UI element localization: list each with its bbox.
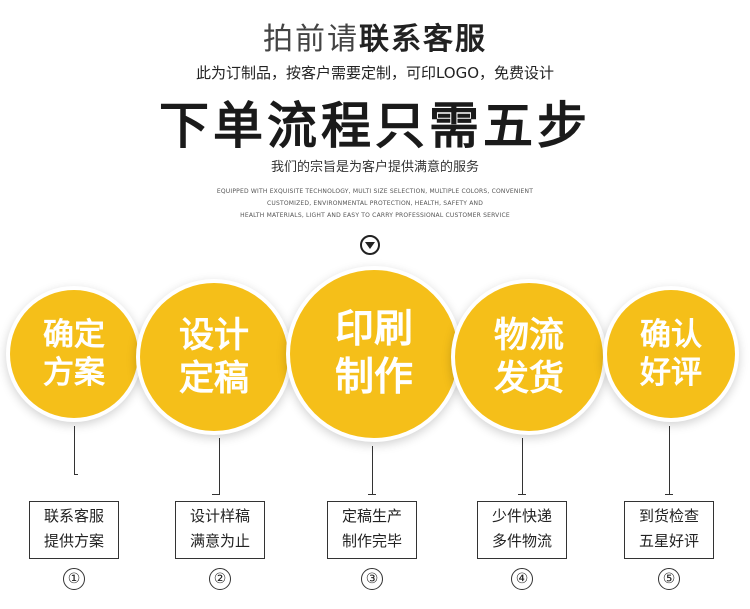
step-number-2: ② <box>209 568 231 590</box>
step-number-3: ③ <box>361 568 383 590</box>
subtitle: 此为订制品，按客户需要定制，可印LOGO，免费设计 <box>195 64 555 82</box>
step-number-4: ④ <box>511 568 533 590</box>
headline: 下单流程只需五步 <box>159 97 591 155</box>
step-title-line: 确认 <box>640 317 702 353</box>
step-number-5: ⑤ <box>658 568 680 590</box>
step-circle-4: 物流 发货 <box>455 283 603 431</box>
step-desc-line: 制作完毕 <box>341 532 402 550</box>
connector-line <box>74 426 75 474</box>
step-desc-line: 五星好评 <box>638 532 699 550</box>
step-desc-line: 联系客服 <box>43 507 104 525</box>
step-title-line: 印刷 <box>334 307 413 352</box>
step-desc-box-2: 设计样稿 满意为止 <box>175 501 265 559</box>
step-circle-2: 设计 定稿 <box>140 283 288 431</box>
title-prefix: 拍前请 <box>263 22 359 57</box>
step-desc-box-3: 定稿生产 制作完毕 <box>327 501 417 559</box>
step-circle-1: 确定 方案 <box>10 290 138 418</box>
step-title-4: 物流 发货 <box>455 315 603 401</box>
connector-line <box>372 446 373 494</box>
connector-line <box>669 426 670 494</box>
step-title-1: 确定 方案 <box>10 316 138 392</box>
slogan: 我们的宗旨是为客户提供满意的服务 <box>270 160 479 175</box>
step-desc-box-1: 联系客服 提供方案 <box>29 501 119 559</box>
step-number-1: ① <box>63 568 85 590</box>
step-title-line: 发货 <box>493 359 564 399</box>
step-title-line: 好评 <box>640 355 702 391</box>
step-title-line: 方案 <box>43 355 105 391</box>
step-title-3: 印刷 制作 <box>290 306 458 402</box>
fineprint-line: CUSTOMIZED, ENVIRONMENTAL PROTECTION, HE… <box>266 200 484 207</box>
step-desc-line: 到货检查 <box>638 507 699 525</box>
step-desc-box-4: 少件快递 多件物流 <box>477 501 567 559</box>
step-desc-box-5: 到货检查 五星好评 <box>624 501 714 559</box>
step-circle-3: 印刷 制作 <box>290 270 458 438</box>
fineprint-line: EQUIPPED WITH EXQUISITE TECHNOLOGY, MULT… <box>216 188 534 195</box>
step-title-line: 定稿 <box>178 359 249 399</box>
step-desc-line: 少件快递 <box>491 507 552 525</box>
step-desc-line: 设计样稿 <box>189 507 250 525</box>
title-contact-service: 联系客服 <box>359 22 487 57</box>
fineprint-line: HEALTH MATERIALS, LIGHT AND EASY TO CARR… <box>240 212 510 219</box>
step-desc-line: 定稿生产 <box>341 507 402 525</box>
connector-line <box>665 494 673 495</box>
connector-line <box>212 494 220 495</box>
connector-line <box>518 494 526 495</box>
connector-line <box>368 494 376 495</box>
chevron-down-circle-icon <box>360 235 380 255</box>
step-desc-line: 满意为止 <box>189 532 250 550</box>
page-title: 拍前请联系客服 <box>0 14 750 58</box>
connector-line <box>522 438 523 494</box>
step-title-line: 物流 <box>493 316 564 356</box>
step-title-line: 确定 <box>43 317 105 353</box>
step-desc-line: 提供方案 <box>43 532 104 550</box>
step-circle-5: 确认 好评 <box>607 290 735 418</box>
step-title-line: 制作 <box>334 355 413 400</box>
connector-line <box>219 438 220 494</box>
step-title-2: 设计 定稿 <box>140 315 288 401</box>
step-title-line: 设计 <box>178 316 249 356</box>
step-title-5: 确认 好评 <box>607 316 735 392</box>
connector-line <box>74 474 78 475</box>
fineprint: EQUIPPED WITH EXQUISITE TECHNOLOGY, MULT… <box>0 186 750 222</box>
step-desc-line: 多件物流 <box>491 532 552 550</box>
